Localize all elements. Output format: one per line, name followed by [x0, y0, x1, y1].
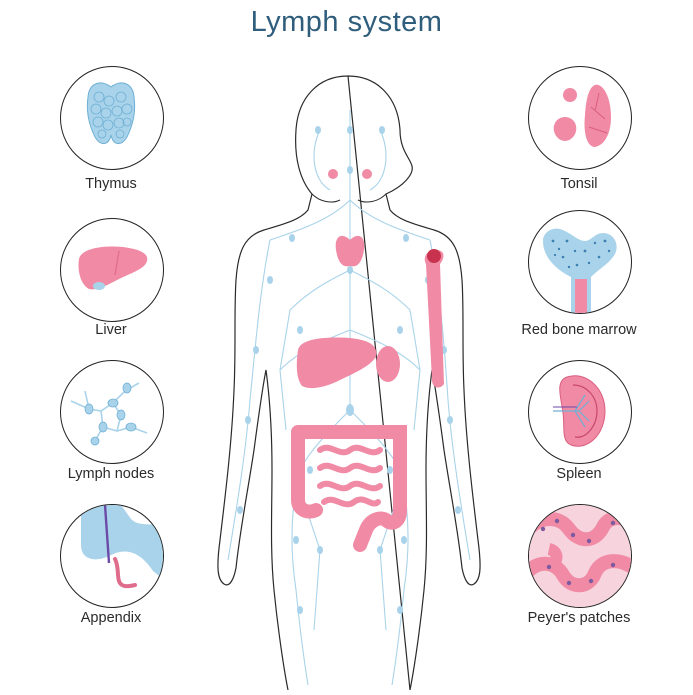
- lymph-vessels: [227, 110, 471, 686]
- tonsil-icon: [528, 66, 632, 170]
- thymus-icon: [60, 66, 164, 170]
- lymph-nodes-icon: [60, 360, 164, 464]
- body-liver: [296, 337, 377, 389]
- appendix-icon: [60, 504, 164, 608]
- page-title: Lymph system: [250, 6, 443, 38]
- body-small-intestine: [317, 444, 383, 508]
- body-figure: [200, 70, 495, 691]
- liver-icon: [60, 218, 164, 322]
- body-large-intestine: [291, 425, 407, 552]
- label-peyers-patches: Peyer's patches: [527, 610, 631, 626]
- label-spleen: Spleen: [556, 466, 602, 482]
- label-tonsil: Tonsil: [560, 176, 598, 192]
- label-thymus: Thymus: [85, 176, 137, 192]
- label-liver: Liver: [95, 322, 127, 338]
- body-spleen: [376, 346, 400, 382]
- label-red-bone-marrow: Red bone marrow: [521, 322, 637, 338]
- body-outline: [217, 75, 481, 691]
- body-tonsil-left: [328, 169, 338, 179]
- bone-marrow-icon: [528, 210, 632, 314]
- label-lymph-nodes: Lymph nodes: [67, 466, 155, 482]
- label-appendix: Appendix: [80, 610, 142, 626]
- peyers-patches-icon: [528, 504, 632, 608]
- body-tonsil-right: [362, 169, 372, 179]
- spleen-icon: [528, 360, 632, 464]
- body-arm-bone: [424, 250, 444, 388]
- body-thymus: [335, 235, 365, 267]
